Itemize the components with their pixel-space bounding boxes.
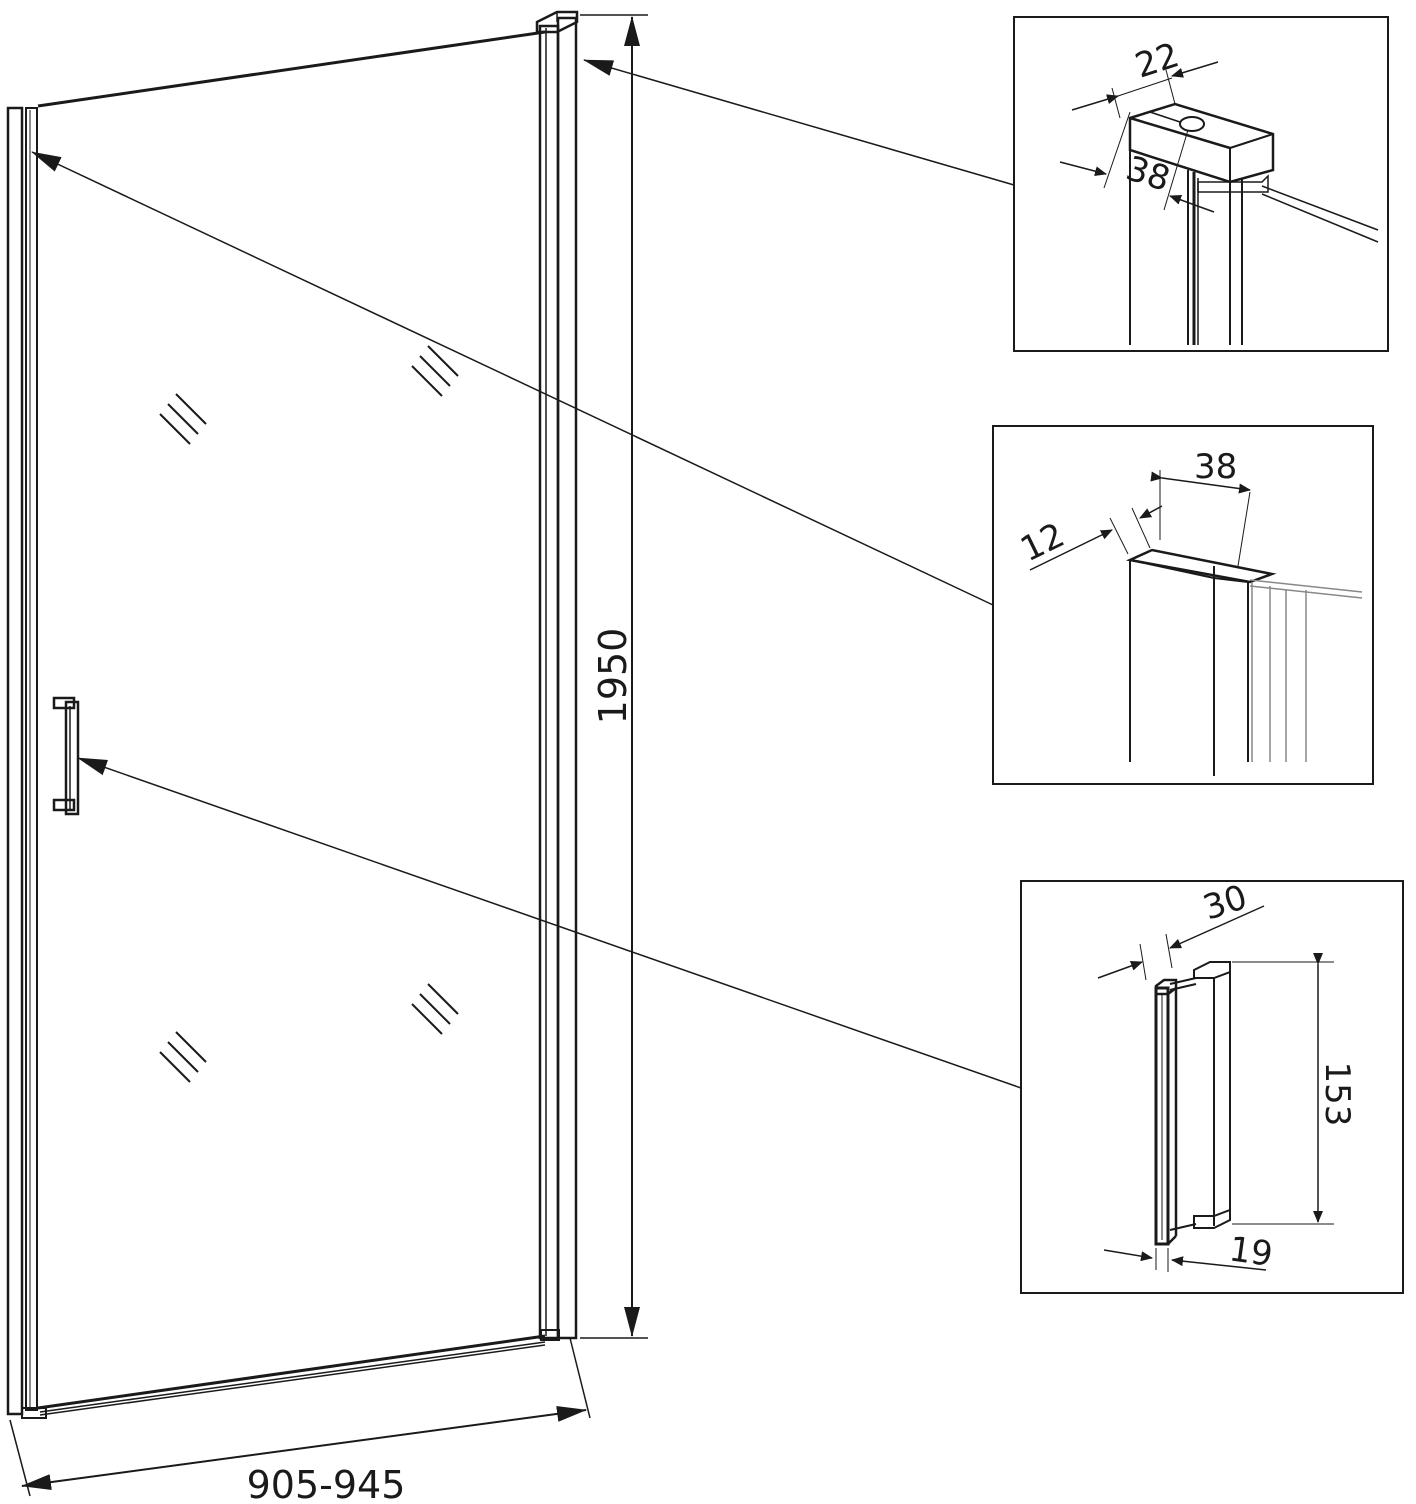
width-label: 905-945 (247, 1463, 406, 1504)
detail-top-hinge: 22 38 (1013, 16, 1389, 352)
door-handle (52, 696, 80, 816)
height-label: 1950 (591, 628, 635, 725)
glass-hatch-marks (159, 345, 459, 1083)
width-dimension (9, 1337, 591, 1497)
handle-length-label: 153 (1317, 1062, 1357, 1127)
detail-wall-profile: 38 12 (992, 425, 1374, 785)
leader-wall-profile (31, 151, 994, 606)
detail-frame (1013, 16, 1389, 352)
profile-depth-label: 38 (1194, 447, 1237, 487)
leader-handle (77, 757, 1022, 1089)
height-dimension (580, 14, 648, 1339)
detail-handle: 30 153 19 (1020, 877, 1404, 1294)
right-wall-profile (535, 10, 579, 1341)
hatch-mark (159, 1031, 207, 1083)
hatch-mark (411, 983, 459, 1035)
left-vertical-profile (6, 106, 47, 1419)
hatch-mark (411, 345, 459, 397)
hatch-mark (159, 393, 207, 445)
handle-bar-label: 19 (1227, 1229, 1275, 1275)
detail-frame (1020, 880, 1404, 1294)
leader-top-hinge (583, 59, 1015, 186)
detail-frame (992, 425, 1374, 785)
glass-bottom-edge (37, 1334, 546, 1410)
leader-lines (31, 59, 1022, 1089)
door-panel (6, 10, 579, 1419)
glass-top-edge (37, 30, 546, 108)
